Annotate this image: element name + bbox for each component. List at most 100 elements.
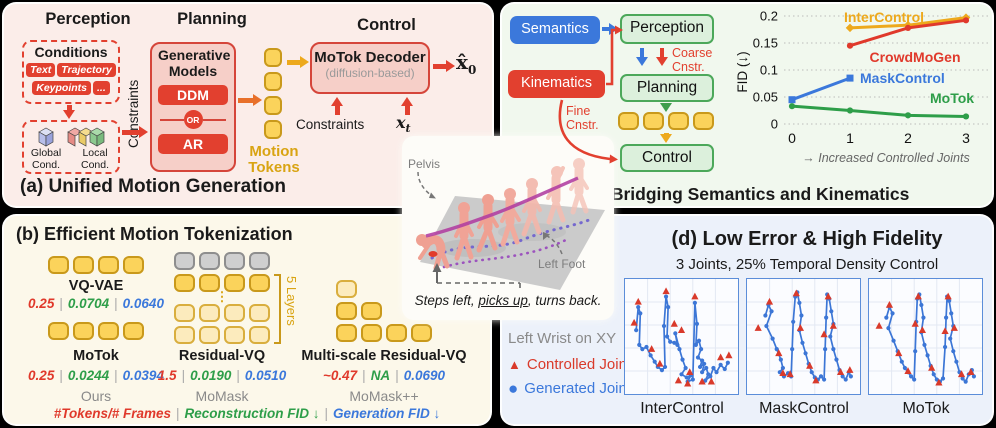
arrow-up-icon: [331, 97, 343, 115]
arrow-right-icon: [602, 23, 618, 35]
plot-label-motok: MoTok: [902, 400, 950, 417]
msvq-caption: MoMask++: [349, 388, 419, 404]
human-figure: [500, 188, 521, 247]
msvq-row-1: [336, 280, 357, 298]
motion-token: [411, 324, 432, 342]
motion-token: [249, 274, 270, 292]
motion-token: [668, 112, 689, 130]
motion-token-gray: [249, 252, 270, 270]
panel-d-title: (d) Low Error & High Fidelity: [671, 228, 943, 250]
motion-token: [174, 274, 195, 292]
motion-token-pale: [199, 326, 220, 344]
chip-trajectory: Trajectory: [57, 63, 116, 77]
svg-text:0.1: 0.1: [760, 63, 778, 78]
constraints-input-label: Constraints: [296, 117, 365, 132]
motion-token: [361, 324, 382, 342]
human-motion-scene: Pelvis Left Foot: [408, 157, 605, 290]
motion-token: [98, 322, 119, 340]
pelvis-pointer: [417, 171, 433, 197]
global-cube-icon: [38, 127, 54, 147]
pickup-marker: [428, 251, 438, 257]
motion-token: [264, 120, 282, 139]
planning-box: Planning: [620, 74, 714, 102]
arrow-down-icon: [660, 133, 672, 143]
human-figure-faded: [569, 158, 589, 215]
legend-controlled: ▲ Controlled Joint: [508, 356, 632, 373]
svg-text:MaskControl: MaskControl: [860, 70, 945, 86]
svg-text:0: 0: [788, 130, 796, 146]
layers-bracket: [274, 274, 281, 344]
motok-decoder-box: MoTok Decoder (diffusion-based): [310, 42, 430, 94]
svg-text:CrowdMoGen: CrowdMoGen: [870, 49, 961, 65]
arrow-down-icon: [636, 48, 648, 66]
motion-token: [199, 274, 220, 292]
local-cubes-icon: [67, 127, 105, 147]
control-box: Control: [620, 144, 714, 172]
metrics-legend: #Tokens/# Frames| Reconstruction FID ↓| …: [53, 406, 441, 421]
msvq-metrics: ~0.47| NA| 0.0690: [323, 368, 445, 383]
human-figure: [476, 194, 499, 253]
svg-text:→ Increased Controlled Joints: → Increased Controlled Joints: [802, 151, 969, 165]
output-x0: x̂0: [456, 50, 477, 77]
motion-token-pale: [336, 280, 357, 298]
legend-context: Left Wrist on XY: [508, 330, 617, 347]
generative-models-title: Generative Models: [158, 47, 231, 79]
motion-token-pale: [224, 304, 245, 322]
motion-token: [264, 72, 282, 91]
motion-token: [48, 322, 69, 340]
vqvae-tokens: [48, 256, 144, 274]
pelvis-label: Pelvis: [408, 157, 440, 171]
arrow-right-icon: [433, 60, 455, 72]
svg-text:0: 0: [771, 117, 778, 132]
residual-gold-row: [174, 274, 270, 292]
plot-label-intercontrol: InterControl: [640, 400, 724, 417]
condition-types-box: Global Cond. Local Cond.: [22, 120, 120, 174]
motok-name: MoTok: [73, 348, 119, 364]
residual-pale-row-1: [174, 304, 270, 322]
residual-gray-row: [174, 252, 270, 270]
motion-token: [336, 302, 357, 320]
residual-metrics: 1.5| 0.0190| 0.0510: [157, 368, 287, 383]
motion-token-pale: [224, 326, 245, 344]
condition-chips-row2: Keypoints...: [24, 78, 118, 96]
svg-text:1: 1: [846, 130, 854, 146]
motok-trajectory-plot: [868, 278, 983, 395]
residual-caption: MoMask: [195, 388, 249, 404]
panel-bridging-semantics-kinematics: Semantics Kinematics Perception Planning…: [500, 2, 994, 208]
stage-header-planning: Planning: [177, 10, 247, 28]
panel-a-title: (a) Unified Motion Generation: [20, 176, 286, 197]
or-divider: OR: [160, 110, 226, 130]
motion-token: [361, 302, 382, 320]
arrow-up-icon: [401, 97, 413, 115]
global-cond-label: Global Cond.: [30, 147, 62, 171]
ddm-chip: DDM: [158, 85, 228, 106]
chip-text: Text: [26, 63, 56, 77]
residual-ellipsis: ⋮: [215, 289, 229, 304]
semantics-box: Semantics: [510, 16, 600, 44]
condition-cubes: [24, 125, 118, 148]
msvq-row-2: [336, 302, 382, 320]
left-foot-label: Left Foot: [538, 257, 586, 271]
panel-efficient-motion-tokenization: (b) Efficient Motion Tokenization VQ-VAE…: [2, 214, 492, 426]
motok-tokens: [48, 322, 144, 340]
chip-more: ...: [93, 81, 110, 95]
motion-token-pale: [249, 326, 270, 344]
motion-caption: Steps left, picks up, turns back.: [414, 293, 602, 308]
motion-token: [386, 324, 407, 342]
svg-text:0.05: 0.05: [753, 90, 778, 105]
intercontrol-trajectory-plot: [624, 278, 739, 395]
motion-token-pale: [174, 304, 195, 322]
motion-token: [98, 256, 119, 274]
svg-text:3: 3: [962, 130, 970, 146]
msvq-row-3: [336, 324, 432, 342]
decoder-title: MoTok Decoder: [314, 49, 426, 66]
vqvae-name: VQ-VAE: [68, 278, 124, 294]
panel-d-subtitle: 3 Joints, 25% Temporal Density Control: [675, 256, 939, 273]
motok-caption: Ours: [80, 388, 112, 404]
planning-token-row: [618, 112, 714, 130]
motion-visualization: Pelvis Left Foot Steps left, picks up, t…: [402, 136, 614, 320]
arrow-right-icon: [287, 56, 309, 68]
